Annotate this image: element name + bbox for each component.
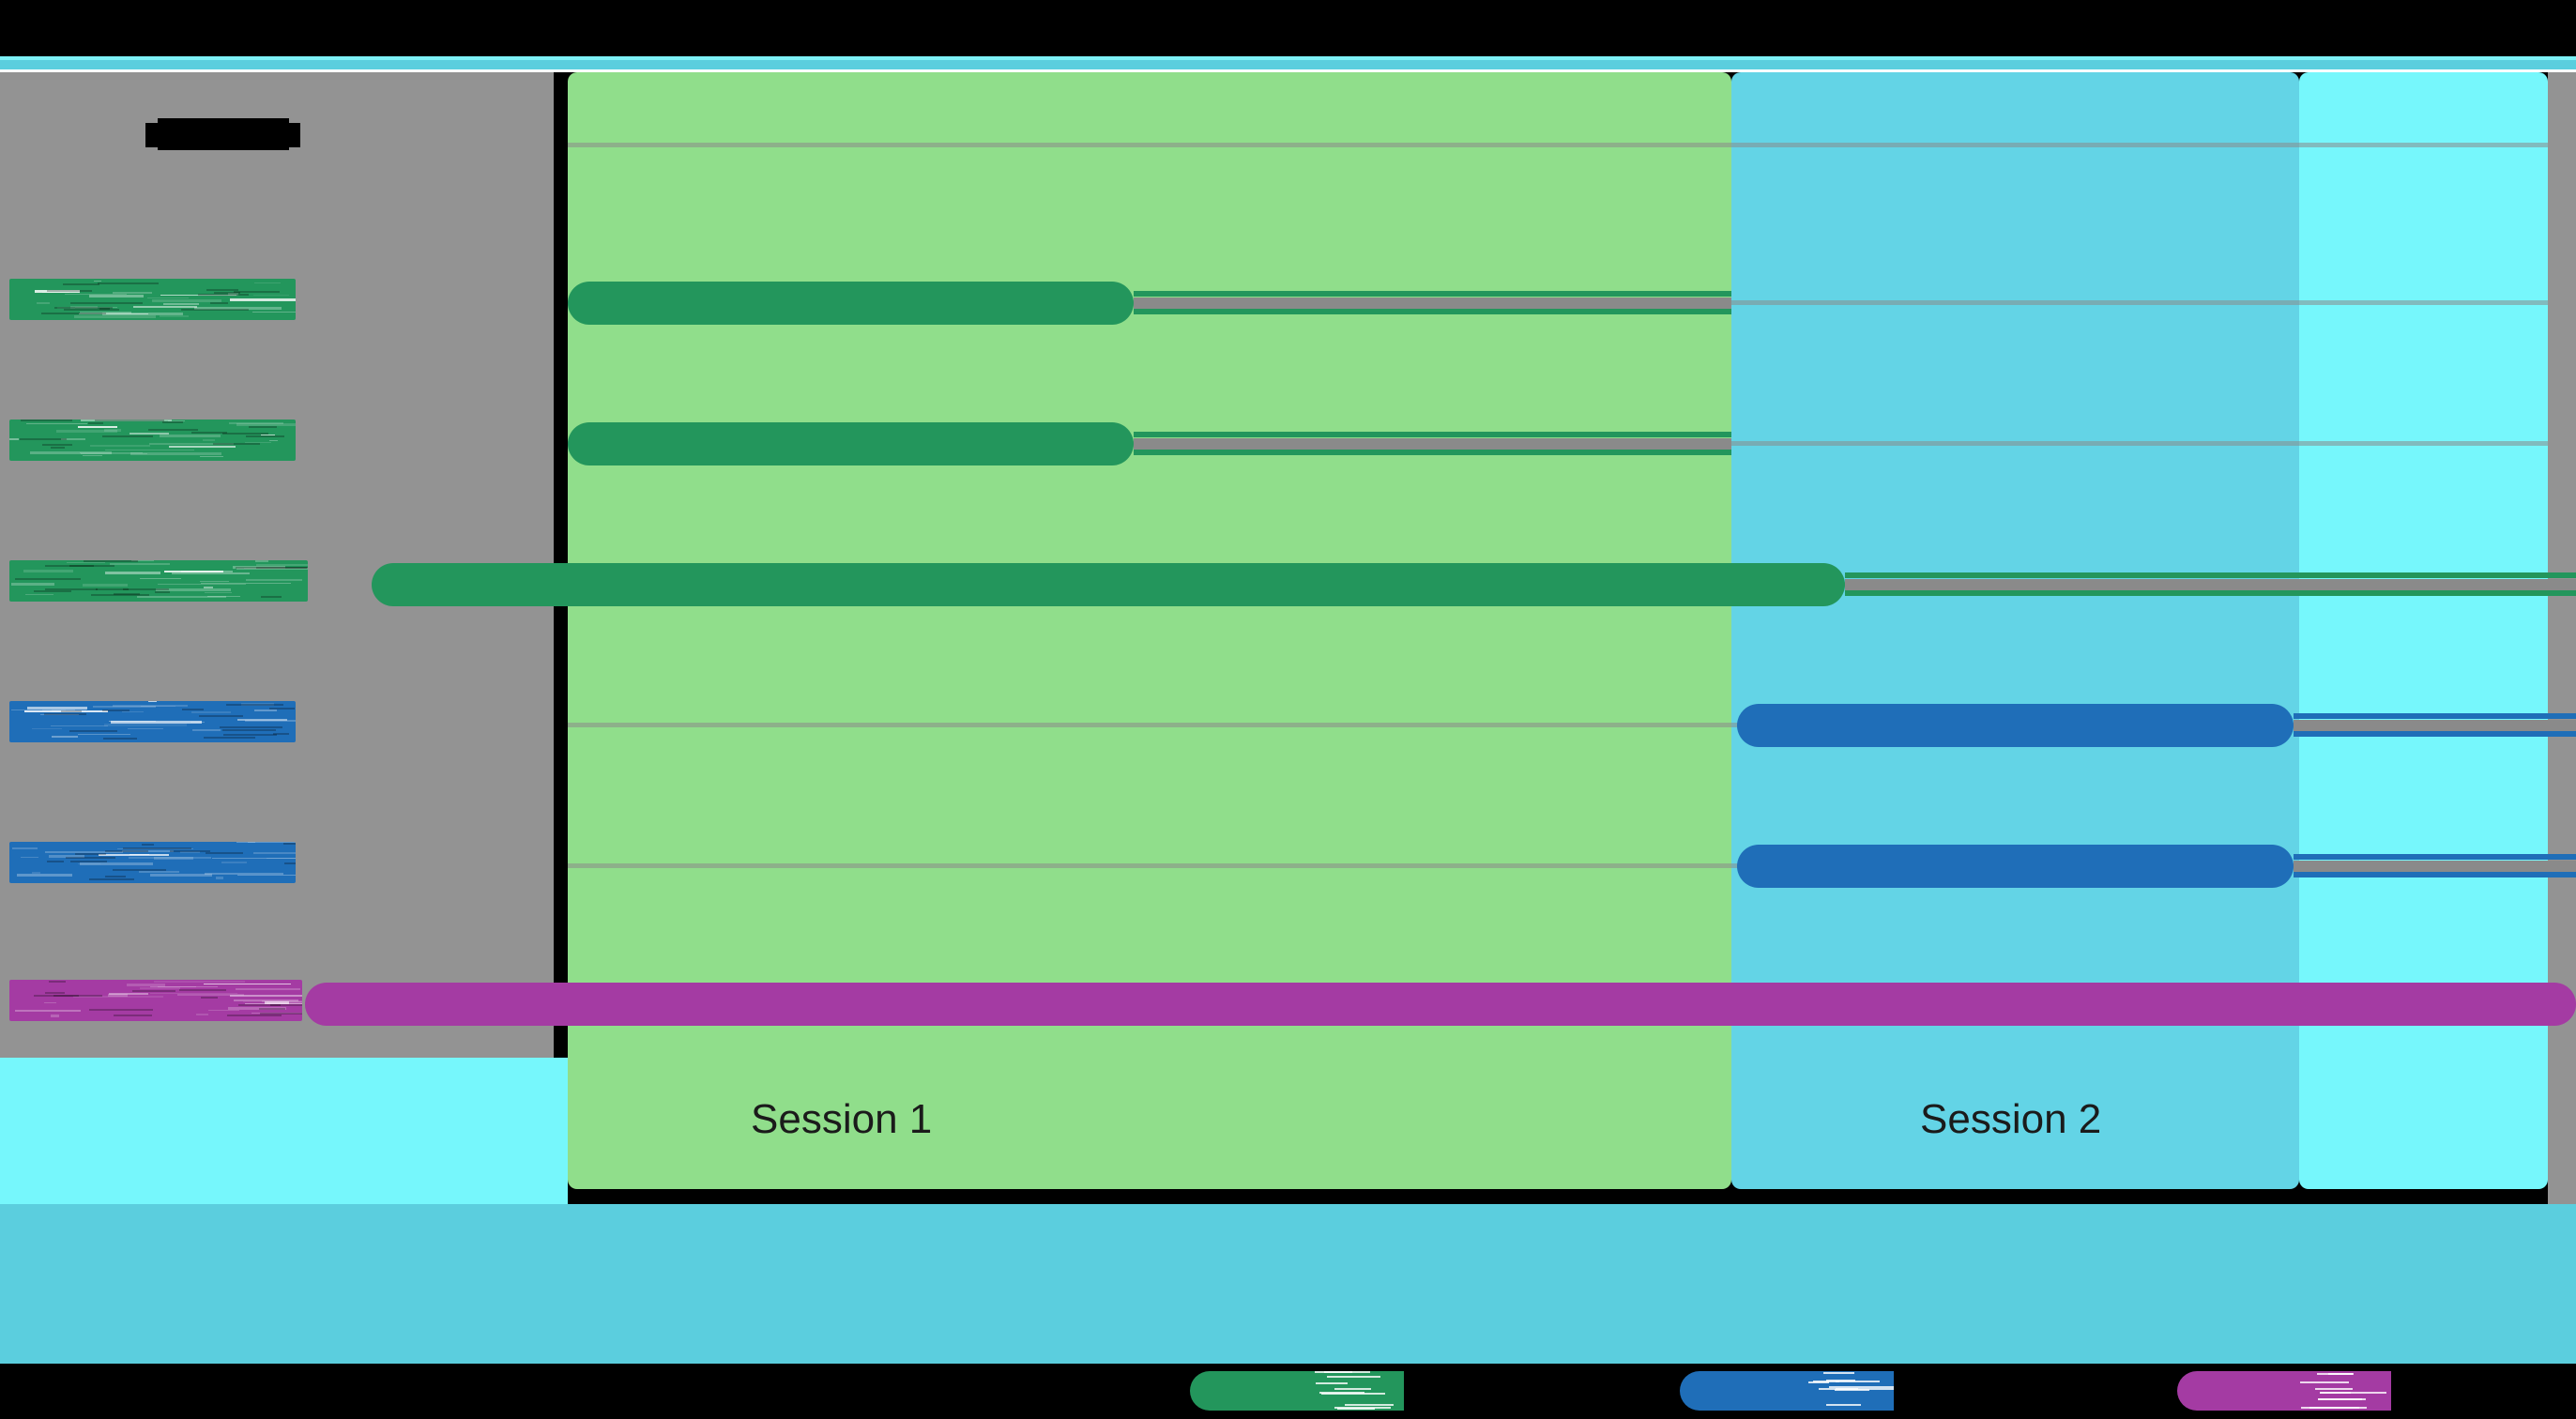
bar[interactable] [305, 983, 2576, 1026]
bar-tail-edge [2294, 731, 2576, 737]
legend-item[interactable] [1190, 1371, 1406, 1411]
legend-item[interactable] [1680, 1371, 1896, 1411]
category-label-redacted [9, 980, 302, 1021]
bar[interactable] [568, 282, 1134, 325]
legend-label-redacted [1800, 1371, 1894, 1411]
bar-tail-edge [1134, 432, 1731, 437]
bar-tail-edge [2294, 854, 2576, 860]
session-2-label: Session 2 [1920, 1096, 2101, 1143]
bar-tail [1134, 438, 1731, 450]
category-label-redacted [9, 560, 308, 602]
chart-title-redacted-2 [145, 123, 300, 147]
bar-tail-edge [1134, 291, 1731, 297]
bar-tail-edge [1845, 590, 2576, 596]
lower-left-cyan-block [0, 1058, 568, 1204]
gridline [568, 143, 2548, 147]
legend-label-redacted [1310, 1371, 1404, 1411]
footer-band [0, 1204, 2576, 1364]
bar-tail [2294, 720, 2576, 731]
bar-tail-edge [1134, 309, 1731, 314]
category-label-redacted [9, 701, 296, 742]
bar-tail-edge [1845, 572, 2576, 578]
bar[interactable] [1737, 845, 2294, 888]
category-label-redacted [9, 842, 296, 883]
bar-tail [1134, 298, 1731, 309]
bar[interactable] [372, 563, 1845, 606]
category-label-redacted [9, 420, 296, 461]
bar-tail-edge [2294, 713, 2576, 719]
header-strip [0, 60, 2576, 69]
right-edge-strip [2548, 72, 2576, 1204]
legend-item[interactable] [2177, 1371, 2393, 1411]
legend-label-redacted [2297, 1371, 2391, 1411]
bar[interactable] [568, 422, 1134, 465]
bar[interactable] [1737, 704, 2294, 747]
session-1-label: Session 1 [751, 1096, 932, 1143]
bar-tail [1845, 579, 2576, 590]
bar-tail-edge [2294, 872, 2576, 877]
category-label-redacted [9, 279, 296, 320]
bar-tail-edge [1134, 450, 1731, 455]
bar-tail [2294, 861, 2576, 872]
